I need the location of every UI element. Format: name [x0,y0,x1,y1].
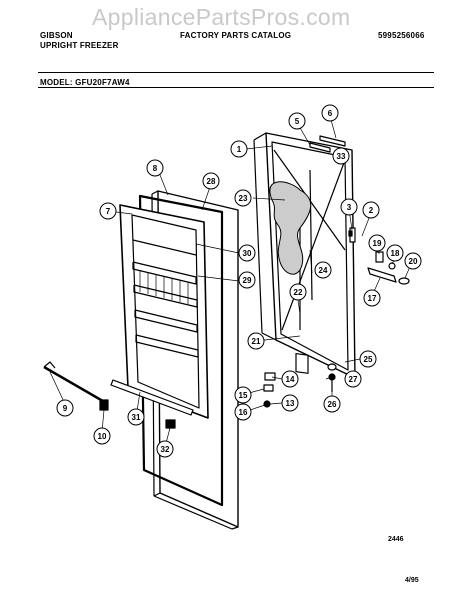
door-liner [119,204,209,419]
svg-text:16: 16 [239,408,248,417]
callout-28: 28 [202,172,220,190]
header-rule-bottom [38,87,434,88]
callout-13: 13 [281,394,299,412]
callout-16: 16 [234,403,252,421]
callout-22: 22 [289,283,307,301]
thermostat-assembly [367,251,410,285]
svg-text:9: 9 [63,404,68,413]
svg-text:24: 24 [319,266,328,275]
model-label: MODEL: GFU20F7AW4 [40,78,130,87]
callout-18: 18 [386,244,404,262]
callout-25: 25 [359,350,377,368]
svg-text:33: 33 [337,152,346,161]
callout-29: 29 [238,271,256,289]
catalog-title: FACTORY PARTS CATALOG [180,31,292,40]
callout-3: 3 [340,198,358,216]
callout-bubbles: 1 2 3 5 6 7 8 9 10 13 14 15 16 17 18 19 … [56,104,422,458]
cabinet-liner [253,132,356,379]
svg-text:8: 8 [153,164,158,173]
svg-text:26: 26 [328,400,337,409]
product-label: UPRIGHT FREEZER [40,41,119,50]
svg-text:10: 10 [98,432,107,441]
svg-text:27: 27 [349,375,358,384]
callout-26: 26 [323,395,341,413]
svg-text:30: 30 [243,249,252,258]
revision-date: 4/95 [405,577,419,584]
svg-text:3: 3 [347,203,352,212]
svg-text:2: 2 [369,206,374,215]
svg-text:18: 18 [391,249,400,258]
callout-27: 27 [344,370,362,388]
svg-text:32: 32 [161,445,170,454]
svg-text:19: 19 [373,239,382,248]
svg-text:17: 17 [368,294,377,303]
callout-1: 1 [230,140,248,158]
callout-8: 8 [146,159,164,177]
svg-text:13: 13 [286,399,295,408]
callout-10: 10 [93,427,111,445]
watermark: AppliancePartsPros.com [92,4,351,30]
svg-text:21: 21 [252,337,261,346]
hinge-hardware [165,363,337,429]
svg-text:7: 7 [106,207,111,216]
svg-text:14: 14 [286,375,295,384]
svg-text:20: 20 [409,257,418,266]
callout-30: 30 [238,244,256,262]
callout-7: 7 [99,202,117,220]
callout-23: 23 [234,189,252,207]
catalog-part-number: 5995256066 [378,31,425,40]
callout-14: 14 [281,370,299,388]
callout-17: 17 [363,289,381,307]
svg-text:23: 23 [239,194,248,203]
svg-text:31: 31 [132,413,141,422]
svg-text:28: 28 [207,177,216,186]
callout-6: 6 [321,104,339,122]
callout-31: 31 [127,408,145,426]
callout-21: 21 [247,332,265,350]
callout-24: 24 [314,261,332,279]
door-handle [43,361,109,411]
header-rule-top [38,72,434,73]
svg-text:6: 6 [328,109,333,118]
svg-text:5: 5 [295,117,300,126]
brand-label: GIBSON [40,31,73,40]
callout-9: 9 [56,399,74,417]
diagram-code: 2446 [388,536,404,543]
svg-text:22: 22 [294,288,303,297]
svg-text:15: 15 [239,391,248,400]
callout-5: 5 [288,112,306,130]
callout-2: 2 [362,201,380,219]
svg-text:25: 25 [364,355,373,364]
callout-33: 33 [332,147,350,165]
callout-20: 20 [404,252,422,270]
svg-text:1: 1 [237,145,242,154]
callout-19: 19 [368,234,386,252]
callout-32: 32 [156,440,174,458]
door-bottom-trim [110,379,194,416]
callout-15: 15 [234,386,252,404]
svg-text:29: 29 [243,276,252,285]
